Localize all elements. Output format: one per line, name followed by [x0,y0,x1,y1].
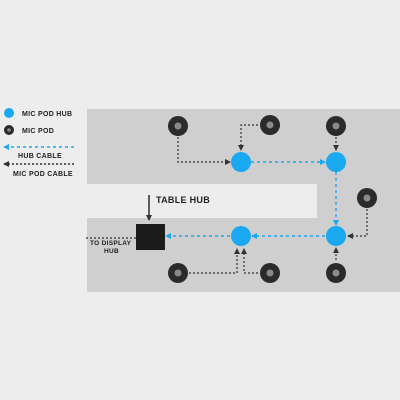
pod-cable-b [238,124,258,151]
legend: MIC POD HUB MIC POD HUB CABLE MIC POD CA… [3,108,74,178]
mic-pod [168,116,188,136]
hub-cables [165,159,339,239]
legend-mic-pod-hub-label: MIC POD HUB [22,111,72,118]
table-hub-label: TABLE HUB [156,195,210,205]
legend-mic-pod-label: MIC POD [22,128,54,135]
pod-cable-f [189,248,240,274]
mic-pod [357,188,377,208]
legend-hub-cable-label: HUB CABLE [18,153,62,160]
mic-pod-hub [231,226,251,246]
mic-pod [260,263,280,283]
legend-pod-swatch [4,125,14,135]
pod-cable-g [241,248,258,274]
mic-pod [168,263,188,283]
table-surface [87,109,400,292]
pod-cable-a [177,137,231,165]
to-display-hub-label-line1: TO DISPLAY [90,240,132,247]
mic-pod-hubs [231,152,346,246]
mic-pod [326,116,346,136]
to-display-hub-label-line2: HUB [104,248,119,255]
mic-pod-hub [326,226,346,246]
mic-pod-hub [231,152,251,172]
table-hub [136,224,165,250]
mic-pod-hub [326,152,346,172]
mic-pod [260,115,280,135]
mic-pod-cables [84,124,368,274]
mic-pod [326,263,346,283]
mic-pods [168,115,377,283]
legend-mic-pod-cable-label: MIC POD CABLE [13,171,73,178]
legend-hub-swatch [4,108,14,118]
pod-cable-d [347,209,368,239]
